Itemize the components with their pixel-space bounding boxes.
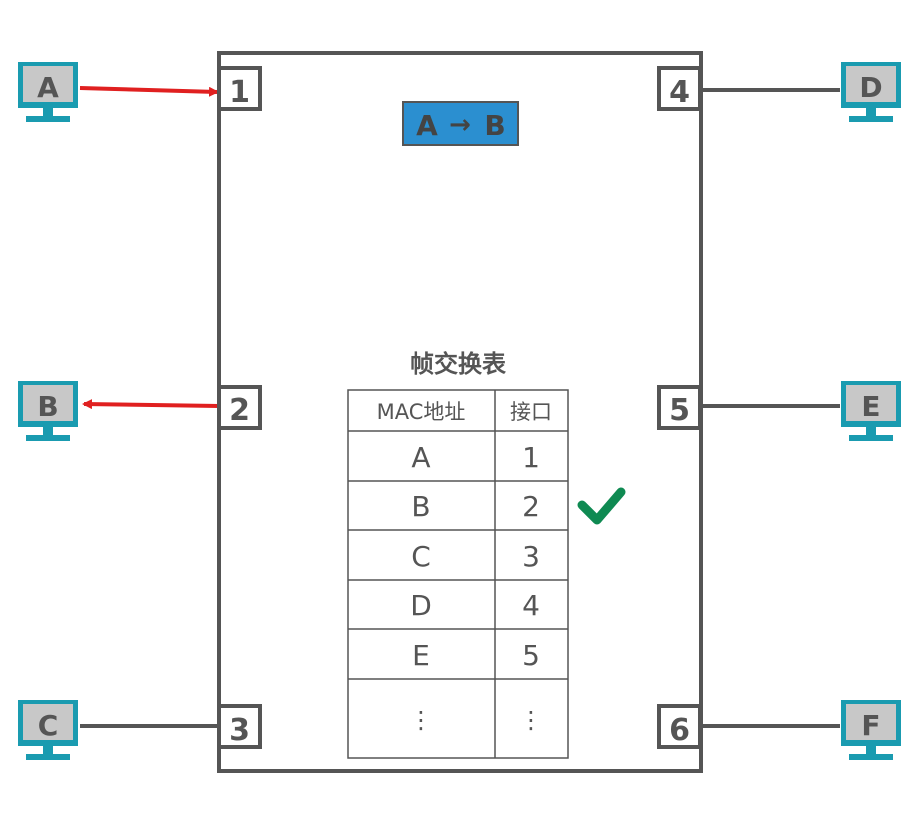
row-5-port: 5 <box>522 639 540 672</box>
host-a: A <box>18 62 78 122</box>
frame-from: A <box>416 109 438 142</box>
frame-a-to-b: A → B <box>402 101 519 146</box>
row-1-port: 1 <box>522 441 540 474</box>
port-6-label: 6 <box>669 713 690 748</box>
row-6-mac: ⋮ <box>409 706 433 734</box>
port-1-label: 1 <box>229 75 250 110</box>
port-4: 4 <box>657 66 702 111</box>
frame-arrow-icon: → <box>449 110 471 140</box>
host-b: B <box>18 381 78 441</box>
host-c: C <box>18 700 78 760</box>
host-e: E <box>841 381 901 441</box>
row-6-port: ⋮ <box>519 706 543 734</box>
row-2-mac: B <box>411 490 430 523</box>
port-3-label: 3 <box>229 713 250 748</box>
row-1-mac: A <box>411 441 430 474</box>
port-4-label: 4 <box>669 75 690 110</box>
header-mac: MAC地址 <box>377 400 466 424</box>
port-5-label: 5 <box>669 393 690 428</box>
mac-table <box>347 389 569 759</box>
row-4-port: 4 <box>522 589 540 622</box>
row-5-mac: E <box>412 639 430 672</box>
arrow-port2-to-b <box>82 399 220 410</box>
host-f: F <box>841 700 901 760</box>
port-3: 3 <box>217 704 262 749</box>
port-1: 1 <box>217 66 262 111</box>
host-c-label: C <box>38 709 59 742</box>
header-port: 接口 <box>510 400 552 424</box>
port-2: 2 <box>217 385 262 430</box>
host-b-label: B <box>37 390 58 423</box>
port-6: 6 <box>657 704 702 749</box>
host-e-label: E <box>861 390 880 423</box>
port-5: 5 <box>657 385 702 430</box>
host-d-label: D <box>859 71 882 104</box>
row-3-mac: C <box>411 540 431 573</box>
host-a-label: A <box>37 71 59 104</box>
check-icon <box>577 487 626 525</box>
port-2-label: 2 <box>229 393 250 428</box>
host-f-label: F <box>861 709 880 742</box>
table-title: 帧交换表 <box>410 350 507 378</box>
row-4-mac: D <box>410 589 432 622</box>
arrow-a-to-port1 <box>79 86 219 97</box>
frame-to: B <box>484 109 505 142</box>
host-d: D <box>841 62 901 122</box>
row-3-port: 3 <box>522 540 540 573</box>
row-2-port: 2 <box>522 490 540 523</box>
switch-body <box>217 51 703 773</box>
